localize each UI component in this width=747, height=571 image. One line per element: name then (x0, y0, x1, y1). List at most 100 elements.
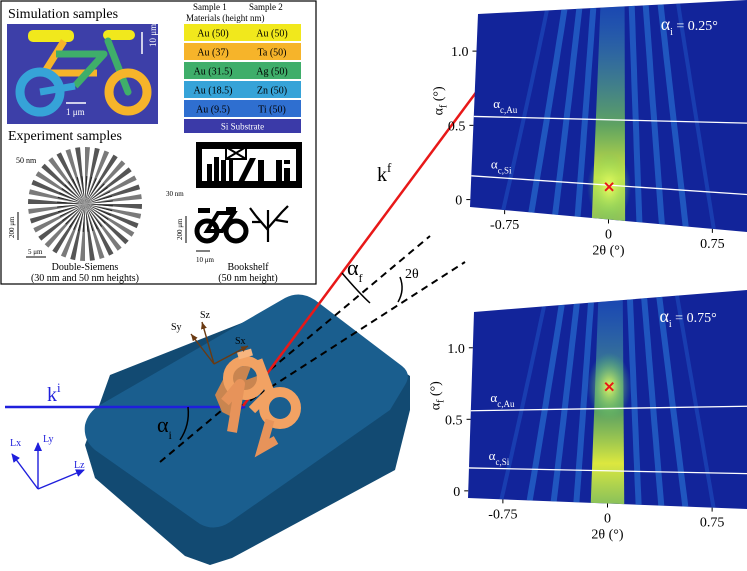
scattering-streak (526, 304, 565, 501)
critical-angle-label: αc,Au (490, 390, 515, 409)
table-cell-sample1: Au (37) (197, 48, 228, 59)
table-header-sample1: Sample 1 (193, 2, 227, 12)
lx-label: Lx (10, 438, 21, 449)
lab-axes: Lx Ly Lz (10, 434, 85, 490)
y-tick-label: 0 (455, 194, 462, 209)
y-tick-label: 0 (453, 485, 460, 500)
scattering-streak (641, 298, 665, 506)
double-siemens-star-icon: 50 nm 200 μm 5 μm Double-Siemens (30 nm … (8, 147, 142, 284)
critical-angle-line (471, 175, 747, 196)
alpha-i-label: αi (157, 412, 173, 442)
table-header-sample2: Sample 2 (249, 2, 283, 12)
x-tick-label: 0.75 (700, 516, 725, 531)
scattering-streak (574, 7, 597, 217)
critical-angle-line (473, 115, 747, 124)
critical-angle-line (468, 467, 747, 475)
scattering-streak (642, 5, 665, 225)
scattering-streak (657, 4, 689, 227)
table-row (184, 62, 301, 79)
scattering-streak (552, 8, 583, 216)
x-axis-label: 2θ (°) (591, 528, 623, 543)
substrate-row (184, 119, 301, 133)
critical-angle-label: αc,Si (489, 448, 510, 467)
x-tick-label: -0.75 (488, 507, 517, 522)
critical-angle-label: αc,Si (491, 156, 512, 175)
y-tick-label: 1.0 (447, 342, 465, 357)
table-cell-sample2: Au (50) (256, 29, 287, 40)
table-header-materials: Materials (height nm) (186, 13, 264, 23)
simulation-title: Simulation samples (8, 7, 118, 22)
sample-inset-panel: Simulation samples 10 μm 1 μm Sample 1 S… (0, 0, 317, 285)
scattering-streak (528, 9, 568, 214)
kf-label: kf (377, 160, 392, 186)
table-row (184, 24, 301, 41)
sx-label: Sx (235, 336, 246, 347)
scale-1um-label: 1 μm (66, 107, 85, 117)
y-axis-label: αf (°) (431, 86, 449, 115)
bookshelf-caption-1: Bookshelf (227, 262, 269, 273)
lz-label: Lz (74, 460, 85, 471)
table-row (184, 100, 301, 117)
critical-angle-line (470, 405, 747, 412)
table-cell-sample2: Zn (50) (257, 86, 287, 97)
y-tick-label: 0.5 (445, 413, 463, 428)
substrate-label: Si Substrate (221, 122, 264, 132)
x-tick-label: -0.75 (490, 218, 519, 233)
table-cell-sample2: Ti (50) (258, 105, 286, 116)
scattering-streak (628, 5, 643, 223)
y-axis-label: αf (°) (428, 381, 446, 410)
siemens-caption-1: Double-Siemens (52, 262, 119, 273)
scattering-streak (627, 299, 642, 505)
x-tick-label: 0 (604, 512, 611, 527)
materials-table: Sample 1 Sample 2 Materials (height nm) … (184, 2, 301, 133)
ki-label: ki (47, 380, 61, 406)
experiment-title: Experiment samples (8, 129, 122, 144)
alpha-f-arc (341, 272, 371, 304)
x-tick-label: 0 (605, 228, 612, 243)
ly-label: Ly (43, 434, 54, 445)
scale-10um-label: 10 μm (148, 24, 158, 47)
sample-axes: Sy Sz Sx (171, 310, 249, 365)
bookshelf-30nm-label: 30 nm (166, 190, 184, 198)
bookshelf-10um-label: 10 μm (196, 256, 215, 264)
bookshelf-caption-2: (50 nm height) (218, 273, 277, 284)
surface-reference-line (159, 235, 431, 463)
scattering-streak (499, 305, 546, 500)
table-cell-sample2: Ta (50) (257, 48, 286, 59)
sz-label: Sz (200, 310, 211, 321)
specular-marker (604, 381, 614, 392)
scattering-streak (675, 295, 716, 509)
bicycle-simulation-icon: 10 μm 1 μm (7, 24, 158, 124)
sy-label: Sy (171, 322, 182, 333)
table-row (184, 81, 301, 98)
two-theta-label: 2θ (405, 267, 419, 282)
alpha-f-label: αf (347, 255, 363, 285)
table-cell-sample1: Au (31.5) (194, 67, 233, 78)
projection-line (239, 261, 466, 408)
scattering-streak (676, 3, 716, 230)
siemens-50nm-label: 50 nm (16, 156, 37, 165)
table-cell-sample1: Au (18.5) (194, 86, 233, 97)
panel-title: αi = 0.25° (661, 14, 718, 38)
two-theta-arc (397, 276, 403, 303)
x-axis-label: 2θ (°) (592, 244, 624, 259)
table-cell-sample1: Au (50) (197, 29, 228, 40)
alpha-i-arc (179, 406, 190, 441)
bookshelf-icon: 30 nm 200 μm 10 μm Bookshelf (50 nm heig… (166, 142, 302, 284)
scattering-streak (656, 296, 689, 507)
siemens-caption-2: (30 nm and 50 nm heights) (31, 273, 139, 284)
table-cell-sample1: Au (9.5) (196, 105, 230, 116)
y-tick-label: 1.0 (451, 45, 469, 60)
panel-title: αi = 0.75° (659, 306, 716, 330)
scattering-streak (573, 302, 594, 503)
table-cell-sample2: Ag (50) (256, 67, 287, 78)
specular-marker (604, 182, 614, 192)
bookshelf-200um-label: 200 μm (176, 218, 184, 240)
scattered-beam (241, 74, 491, 407)
bicycle-sample-3d (215, 348, 301, 458)
gisaxs-pattern-bottom: αc,Au αc,Si αi = 0.75° 0 0.5 1.0 αf (°) -0.75 0 0… (428, 290, 747, 543)
y-tick-label: 0.5 (448, 119, 466, 134)
